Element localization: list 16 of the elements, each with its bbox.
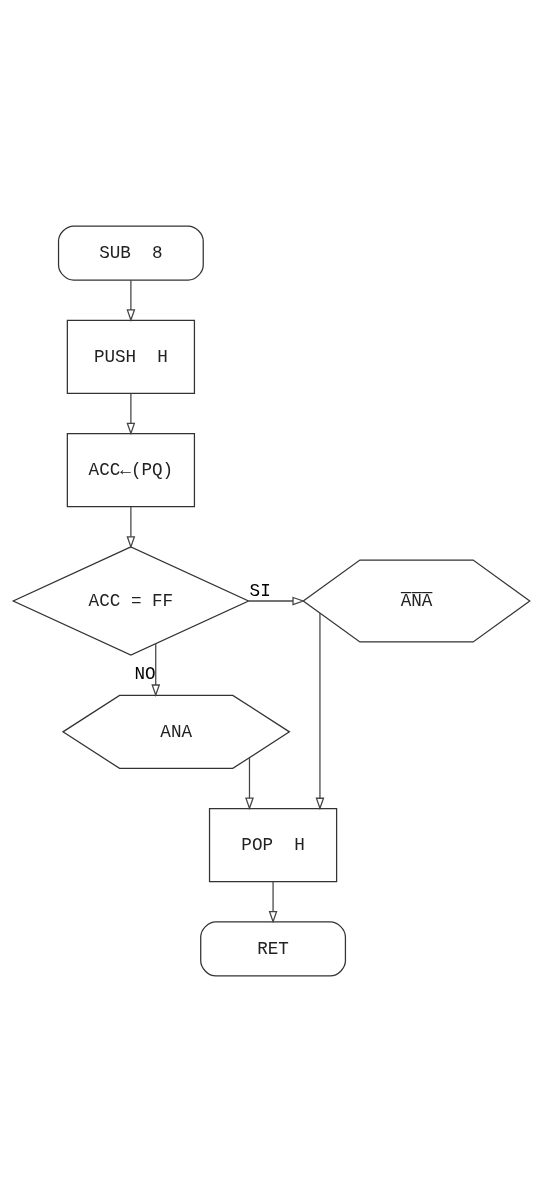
node-diamond: ACC = FF — [11, 546, 251, 656]
node-box: SUB 8 — [57, 225, 204, 281]
arrow — [126, 393, 136, 436]
edge-label: SI — [249, 581, 271, 602]
arrow — [126, 506, 136, 549]
arrow — [268, 881, 278, 924]
node-box: POP H — [208, 808, 338, 883]
arrow — [245, 757, 254, 811]
arrow — [315, 612, 325, 811]
arrow — [248, 596, 305, 606]
node-box: PUSH H — [66, 319, 196, 394]
node-box: ACC←(PQ) — [66, 433, 196, 508]
arrow — [151, 643, 161, 697]
arrow — [126, 279, 136, 322]
node-box: RET — [200, 921, 347, 977]
edge-label: NO — [134, 663, 156, 684]
